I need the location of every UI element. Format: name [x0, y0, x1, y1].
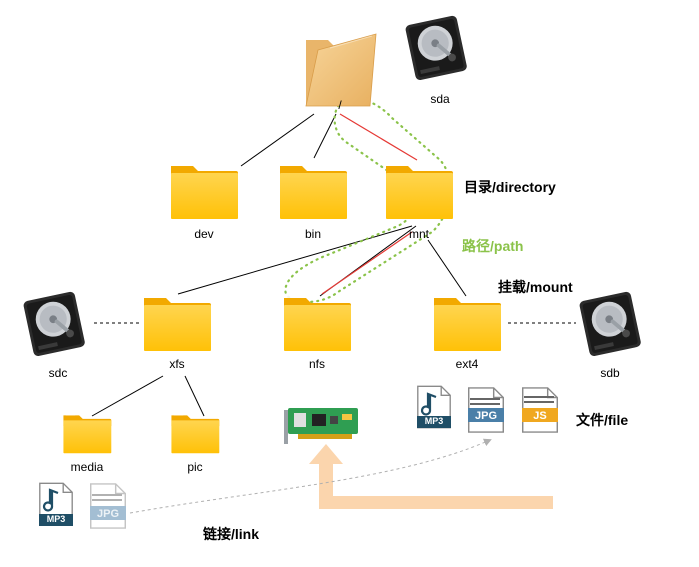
folder-bin-icon — [280, 162, 347, 219]
nfs-label: nfs — [308, 357, 325, 371]
folder-ext4-icon — [434, 294, 501, 351]
folder-dev-icon — [171, 162, 238, 219]
sdb-label: sdb — [600, 366, 620, 380]
folder-media-icon — [63, 412, 112, 454]
path-annotation: 路径/path — [462, 238, 524, 254]
image-file-icon — [467, 387, 505, 433]
file-annotation: 文件/file — [576, 412, 629, 428]
music-file-icon — [39, 482, 73, 526]
ext4-label: ext4 — [455, 357, 479, 371]
jpg-badge-bottom: JPG — [96, 508, 119, 520]
folder-nfs-icon — [284, 294, 351, 351]
edge-xfs-pic — [184, 375, 205, 417]
dev-label: dev — [194, 227, 214, 241]
disk-sda-icon — [404, 14, 468, 80]
link-arrow — [129, 438, 492, 514]
media-label: media — [70, 460, 104, 474]
edge-mnt-ext4 — [427, 239, 467, 297]
folder-xfs-icon — [144, 294, 211, 351]
root-folder-icon — [305, 33, 377, 107]
js-badge-top: JS — [533, 410, 547, 422]
disk-sdb-icon — [578, 290, 642, 356]
xfs-label: xfs — [169, 357, 185, 371]
disk-sdc-icon — [22, 290, 86, 356]
image-file-icon — [89, 483, 127, 529]
root-label: / — [338, 98, 342, 112]
folder-pic-icon — [171, 412, 220, 454]
path-highlight — [284, 97, 452, 304]
mount-root-mnt — [339, 113, 418, 161]
edge-root-bin — [313, 113, 337, 159]
mount-lines — [321, 113, 418, 295]
mount-mnt-nfs — [321, 231, 413, 295]
sda-label: sda — [430, 92, 450, 106]
edge-root-dev — [240, 113, 315, 167]
folder-mnt-icon — [386, 162, 453, 219]
music-file-icon — [417, 385, 451, 429]
device-arrow — [309, 444, 553, 509]
tree-lines — [91, 113, 467, 417]
bin-label: bin — [304, 227, 321, 241]
mnt-label: mnt — [408, 227, 429, 241]
mount-annotation: 挂载/mount — [498, 279, 573, 295]
directory-annotation: 目录/directory — [464, 179, 556, 195]
mp3-badge-top: MP3 — [424, 416, 444, 426]
edge-xfs-media — [91, 375, 164, 417]
script-file-icon — [521, 387, 559, 433]
jpg-badge-top: JPG — [474, 410, 497, 422]
mp3-badge-bottom: MP3 — [46, 514, 66, 524]
network-card-icon — [284, 408, 358, 444]
pic-label: pic — [187, 460, 203, 474]
sdc-label: sdc — [48, 366, 68, 380]
link-annotation: 链接/link — [203, 526, 260, 542]
